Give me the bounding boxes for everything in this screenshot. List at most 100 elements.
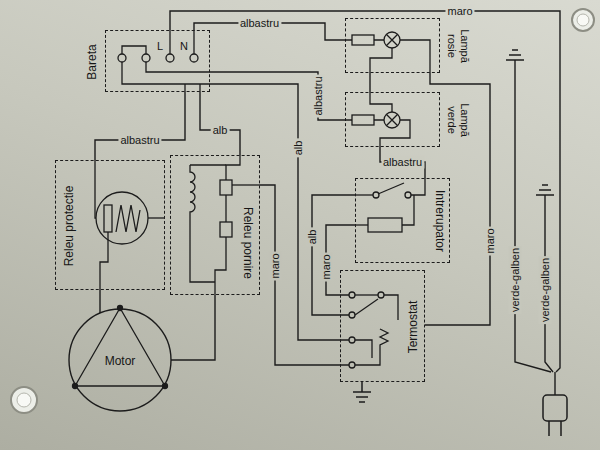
start-relay-symbol: [190, 165, 215, 282]
switch-symbol: [368, 218, 402, 232]
component-label: Intrerupator: [432, 182, 446, 260]
wire: [312, 195, 355, 315]
component-label: Releu pornire: [240, 188, 254, 298]
component-box: Releu pornire: [170, 155, 260, 295]
component-label: Releu protectie: [63, 166, 77, 286]
component-label: Bareta: [86, 33, 100, 91]
thermostat-symbol: [349, 292, 355, 298]
wire-color-label: albastru: [118, 134, 161, 147]
terminal-strip-symbol: [118, 54, 126, 62]
component-box: Intrerupator: [355, 178, 450, 263]
wire-color-label: verde-galben: [539, 256, 552, 324]
ground-symbol: [353, 382, 371, 402]
wire-color-label: alb: [292, 139, 305, 158]
start-relay-symbol: [232, 184, 260, 185]
ground-symbol: [536, 185, 554, 195]
wire-color-label: albastru: [238, 17, 281, 30]
wire: [170, 11, 560, 372]
lamp-symbol: [384, 112, 400, 128]
component-label: Termostat: [407, 277, 421, 377]
protection-relay-symbol: [96, 192, 148, 244]
start-relay-symbol: [220, 180, 232, 195]
screw-hole: [11, 9, 594, 413]
lamp-symbol: [352, 115, 374, 125]
wire-color-label: maro: [269, 251, 282, 280]
thermostat-symbol: [349, 312, 355, 318]
screw-hole: [572, 9, 594, 31]
switch-symbol: [405, 192, 411, 198]
component-label: Lampă verde: [445, 96, 470, 144]
start-relay-symbol: [225, 195, 226, 222]
protection-relay-symbol: [116, 205, 140, 232]
component-box: Termostat: [340, 270, 425, 382]
ground-symbol: [506, 50, 524, 60]
switch-symbol: [411, 178, 425, 195]
thermostat-symbol: [378, 292, 384, 298]
wire-color-label: maro: [320, 252, 333, 281]
component-box: Lampă verde: [345, 92, 440, 147]
motor-winding: [118, 306, 123, 311]
terminal-strip-symbol: [190, 54, 198, 62]
lamp-symbol: [386, 114, 397, 125]
lamp-symbol: [345, 92, 410, 147]
component-label: Motor: [92, 355, 148, 369]
wire: [170, 11, 560, 395]
thermostat-symbol: [355, 329, 388, 365]
switch-symbol: [355, 194, 373, 195]
screw-hole: [11, 387, 37, 413]
ground-symbol: [353, 50, 554, 402]
component-box: Releu protectie: [55, 160, 165, 290]
thermostat-symbol: [340, 295, 349, 365]
wire-color-label: albastru: [381, 156, 424, 169]
protection-relay-symbol: [95, 160, 96, 218]
thermostat-symbol: [349, 362, 355, 368]
motor-circle: Motor: [68, 308, 172, 412]
wire: [171, 295, 215, 360]
wire: [99, 290, 100, 313]
terminal-label: L: [155, 40, 165, 53]
switch-symbol: [402, 195, 414, 225]
wire: [380, 147, 425, 178]
wire: [369, 73, 370, 92]
wire: [554, 372, 555, 395]
wire: [200, 92, 240, 155]
start-relay-symbol: [226, 155, 240, 180]
wire-color-label: alb: [306, 228, 319, 247]
wire-color-label: verde-galben: [509, 246, 522, 314]
lamp-symbol: [345, 32, 430, 147]
switch-symbol: [355, 178, 425, 232]
start-relay-symbol: [220, 222, 232, 237]
lamp-symbol: [384, 32, 400, 48]
terminal-strip-symbol: [166, 54, 174, 62]
wire: [95, 92, 185, 160]
lamp-symbol: [386, 34, 397, 45]
protection-relay-symbol: [104, 205, 112, 232]
protection-relay-symbol: [95, 160, 165, 290]
start-relay-symbol: [215, 237, 226, 295]
screw-hole: [17, 393, 31, 407]
component-label: Lampă rosie: [445, 22, 470, 70]
protection-relay-symbol: [148, 217, 165, 218]
switch-symbol: [378, 183, 404, 194]
wire: [210, 72, 345, 120]
thermostat-symbol: [384, 295, 398, 320]
thermostat-symbol: [355, 340, 372, 358]
switch-symbol: [355, 224, 368, 225]
screw-hole: [577, 14, 589, 26]
wire-color-label: maro: [484, 226, 497, 255]
wire-color-label: alb: [211, 124, 230, 137]
terminal-strip-symbol: [122, 30, 210, 92]
thermostat-symbol: [355, 299, 378, 315]
terminal-label: N: [178, 40, 190, 53]
terminal-strip-symbol: [142, 54, 150, 62]
thermostat-symbol: [340, 292, 398, 368]
mains-plug: [543, 395, 567, 421]
mains-plug: [549, 421, 561, 436]
protection-relay-symbol: [100, 232, 108, 290]
terminal-strip-symbol: [118, 30, 210, 92]
thermostat-symbol: [349, 337, 355, 343]
start-relay-symbol: [190, 164, 226, 165]
wire: [260, 185, 340, 365]
